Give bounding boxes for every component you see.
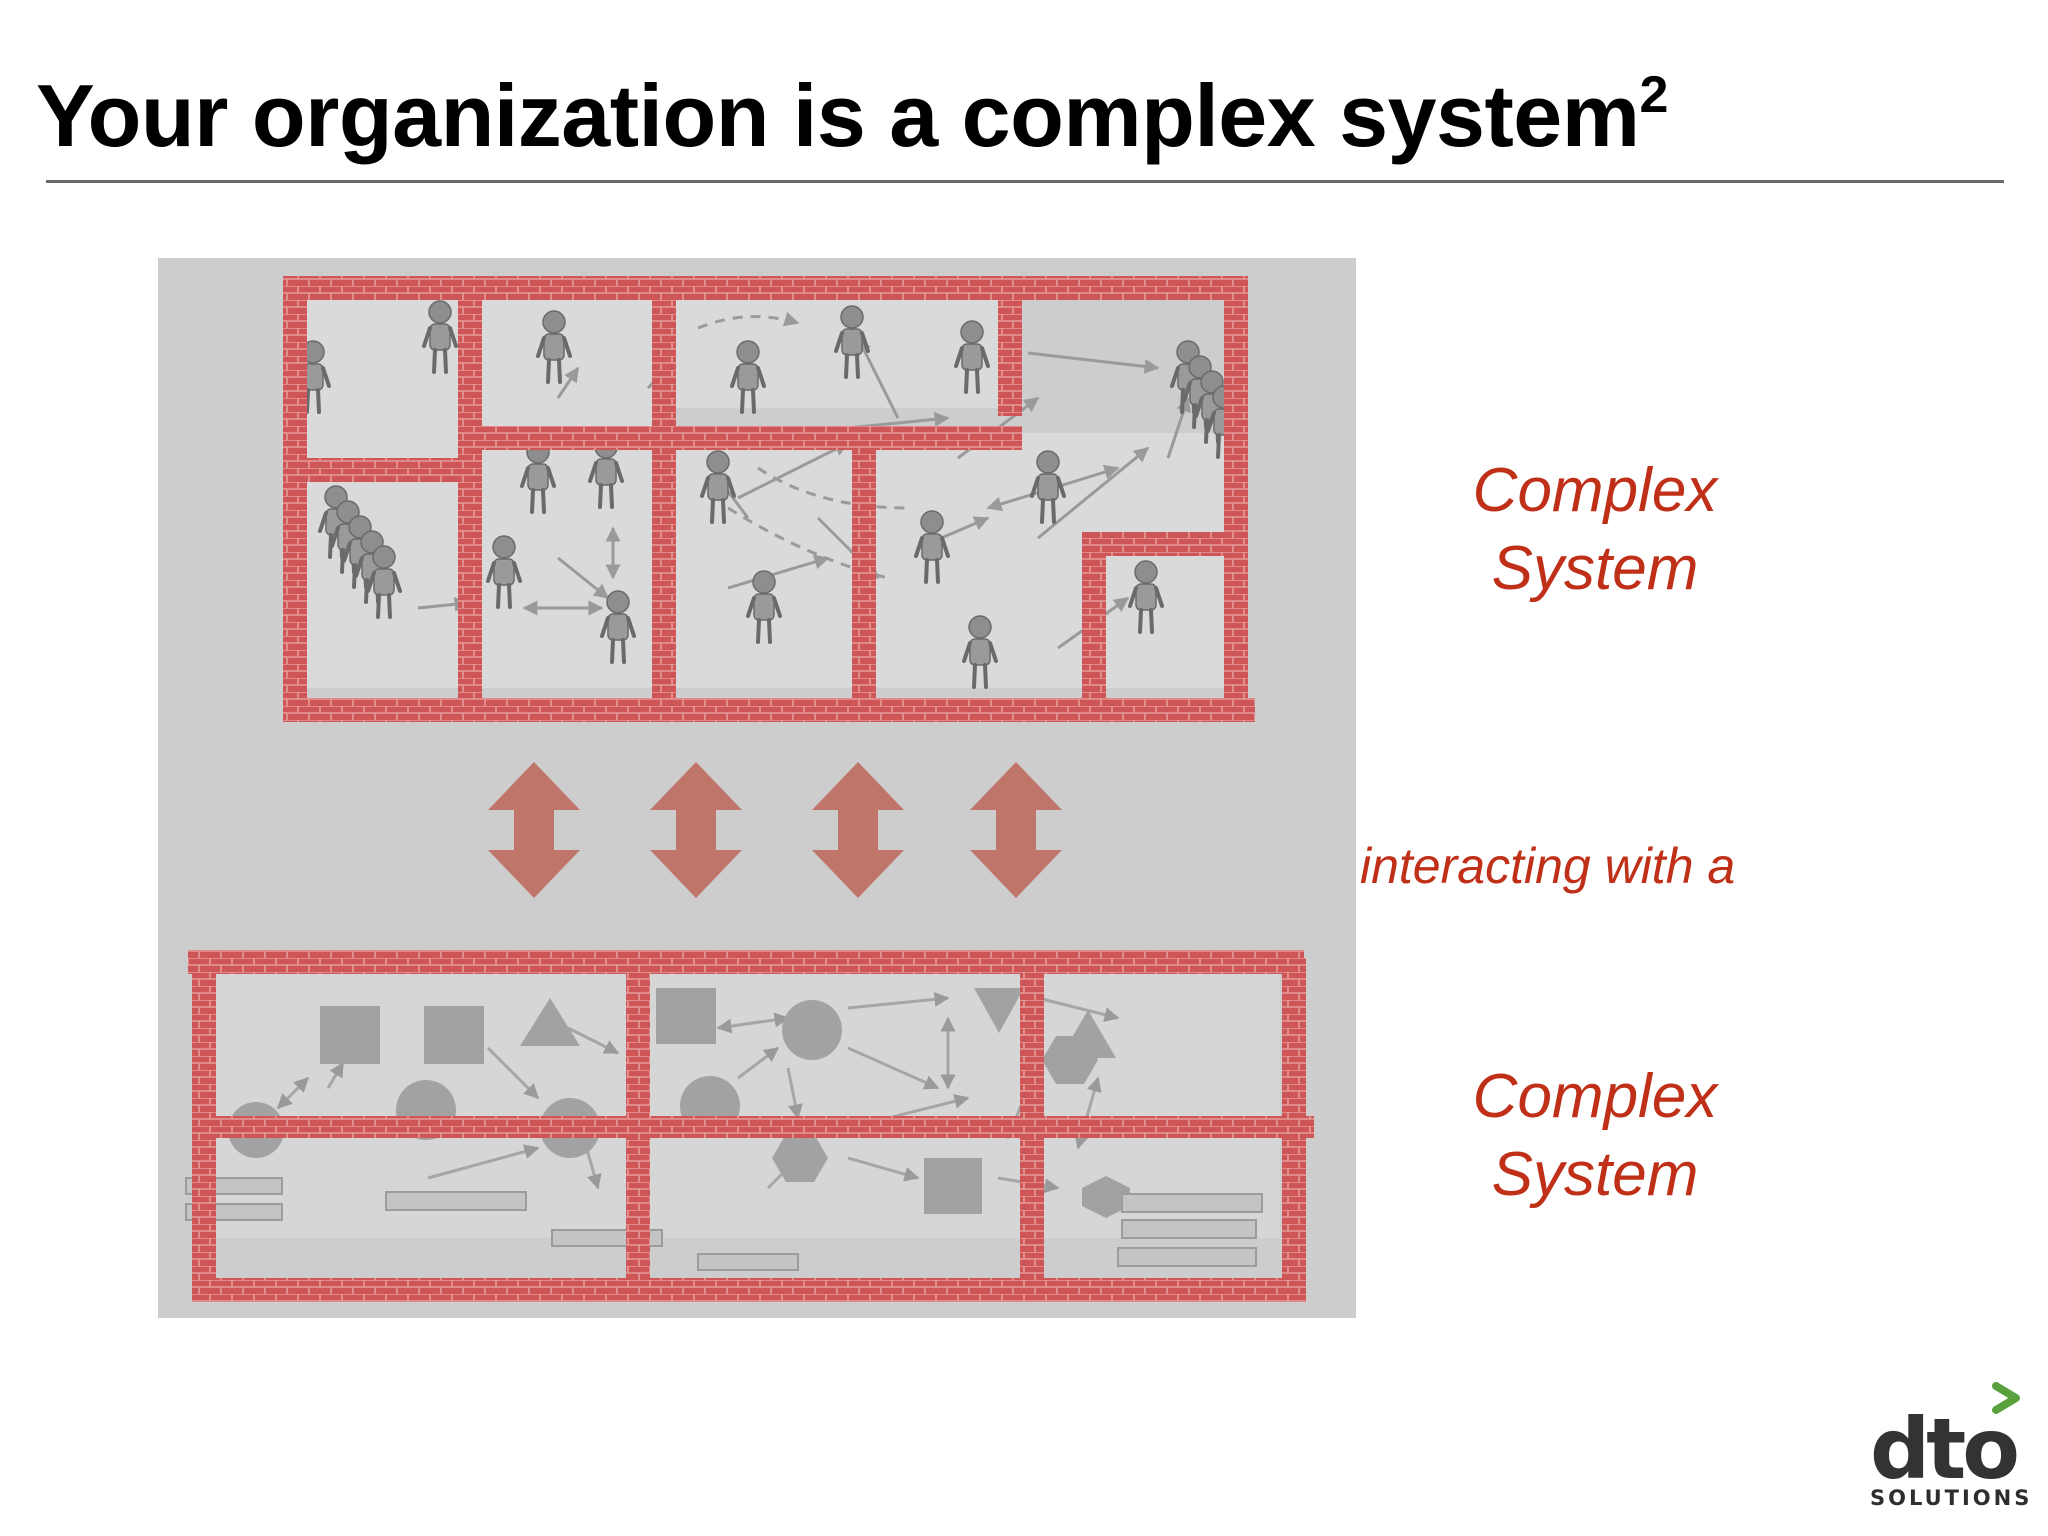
technology-shapes [228,988,1130,1218]
dto-solutions-logo: dto [1870,1382,2021,1498]
dashed-interaction-arrows [697,311,909,580]
logo-mark: dto [1870,1400,2017,1498]
lower-system-label-line2: System [1491,1140,1699,1209]
double-headed-arrows [488,762,1062,898]
server-racks [185,1177,1263,1271]
slide-title-text: Your organization is a complex system [36,66,1640,165]
logo-wordmark: SOLUTIONS [1870,1486,2033,1510]
complex-systems-diagram [158,258,1356,1318]
logo-chevron [1992,1382,2020,1414]
upper-brick-walls [283,276,1255,722]
lower-brick-walls [188,950,1314,1302]
upper-system-label-line1: Complex [1472,456,1718,525]
upper-system-label-line2: System [1491,534,1699,603]
slide-title: Your organization is a complex system2 [36,69,1668,160]
title-superscript: 2 [1639,65,1668,124]
title-rule [46,180,2004,183]
lower-system-label-line1: Complex [1472,1062,1718,1131]
interaction-label: interacting with a [1360,838,1736,894]
